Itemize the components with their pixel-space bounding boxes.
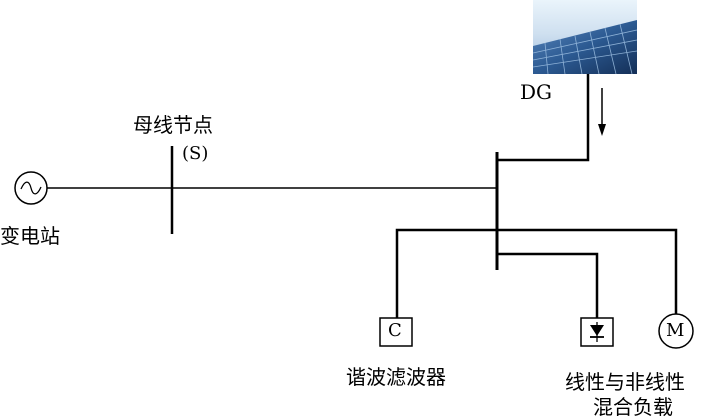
solar-panel-icon: [532, 0, 638, 75]
harmonic-filter-box: [379, 317, 413, 347]
motor-icon: [658, 313, 694, 349]
diode-icon: [580, 317, 614, 347]
harmonic-filter-label: 谐波滤波器: [346, 365, 446, 389]
mixed-load-label-line1: 线性与非线性: [565, 370, 685, 394]
motor-feeder-line: [497, 228, 678, 314]
bus-node-symbol: (S): [182, 143, 209, 164]
substation-label: 变电站: [0, 224, 60, 248]
filter-feeder-line: [395, 228, 497, 318]
dg-feeder-line: [497, 74, 590, 162]
load-feeder-line: [497, 252, 599, 318]
dg-label: DG: [520, 80, 553, 104]
filter-box-letter: C: [388, 320, 402, 341]
mixed-load-label-line2: 混合负载: [593, 395, 673, 419]
ac-source-icon: [14, 171, 48, 205]
dg-power-flow-arrow: [598, 88, 606, 136]
bus-node-title: 母线节点: [133, 113, 213, 137]
motor-letter: M: [666, 320, 685, 341]
